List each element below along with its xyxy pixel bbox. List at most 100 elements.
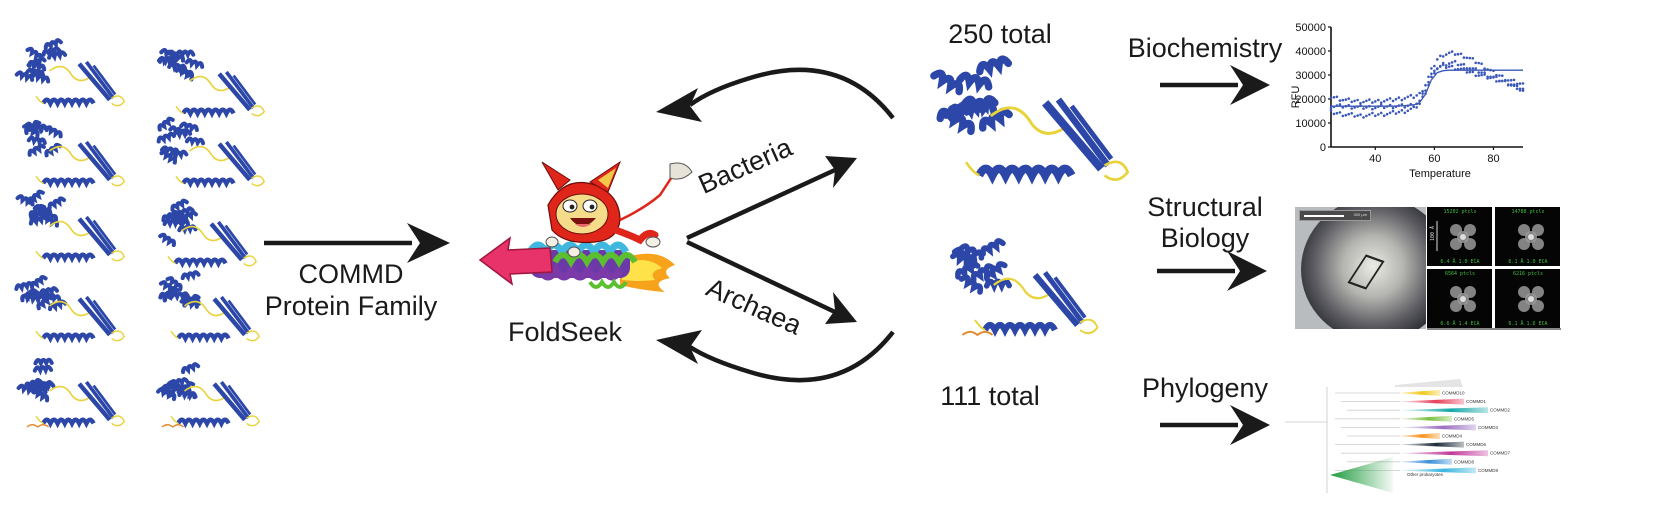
chart-data-point <box>1474 74 1477 78</box>
arrow-to-structural <box>1157 251 1267 291</box>
output-structural-label: Structural Biology <box>1125 192 1285 254</box>
protein-structure-icon <box>157 48 266 119</box>
chart-data-point <box>1444 64 1448 67</box>
em-particle-count: 15202 ptcls <box>1443 209 1476 215</box>
input-label: COMMD Protein Family <box>256 258 446 323</box>
chart-data-point <box>1480 73 1483 77</box>
chart-data-point <box>1468 56 1472 60</box>
chart-data-point <box>1400 98 1404 102</box>
chart-data-point <box>1509 78 1513 82</box>
chart-data-point <box>1495 75 1498 79</box>
chart-data-point <box>1415 94 1418 97</box>
chart-data-point <box>1486 75 1489 79</box>
output-phylogeny-label: Phylogeny <box>1141 373 1269 403</box>
chart-data-point <box>1341 114 1345 118</box>
chart-data-point <box>1439 64 1442 68</box>
chart-data-point <box>1347 97 1350 100</box>
tree-collapsed-clade <box>1395 379 1463 387</box>
chart-data-point <box>1382 100 1386 103</box>
tree-root-branch <box>1285 387 1328 493</box>
chart-data-point <box>1329 96 1333 100</box>
tree-clade-label: COMMD8 <box>1454 459 1474 464</box>
protein-structure-icon <box>14 275 126 344</box>
chart-data-point <box>1368 98 1371 101</box>
chart-data-point <box>1441 63 1445 67</box>
chart-data-point <box>1471 70 1475 74</box>
chart-data-point <box>1433 71 1436 75</box>
chart-data-point <box>1400 103 1404 106</box>
chart-data-point <box>1483 71 1486 74</box>
chart-data-point <box>1385 112 1389 116</box>
em-particle-count: 6564 ptcls <box>1445 271 1475 277</box>
chart-data-point <box>1415 106 1418 109</box>
protein-structure-icon <box>950 238 1099 337</box>
chart-data-point <box>1350 112 1353 115</box>
chart-data-point <box>1465 71 1469 74</box>
protein-structure-icon <box>16 357 126 429</box>
chart-data-point <box>1489 75 1492 79</box>
chart-data-point <box>1362 100 1365 104</box>
commd-structures-grid <box>14 38 266 429</box>
em-resolution: 6.1 Å 1.0 ECA <box>1508 258 1547 265</box>
chart-x-tick-label: 80 <box>1487 153 1499 165</box>
chart-data-point <box>1456 63 1460 67</box>
chart-data-point <box>1450 50 1454 53</box>
arrow-to-foldseek <box>264 223 450 263</box>
chart-data-point <box>1521 82 1525 85</box>
chart-data-point <box>1338 103 1342 106</box>
chart-data-point <box>1329 109 1333 112</box>
chart-data-point <box>1344 113 1348 117</box>
chart-data-point <box>1427 75 1430 79</box>
chart-data-point <box>1439 54 1442 58</box>
em-resolution: 6.6 Å 1.4 ECA <box>1440 320 1479 327</box>
chart-data-point <box>1518 82 1522 85</box>
chart-data-point <box>1347 112 1350 116</box>
chart-data-point <box>1480 71 1483 74</box>
tree-clade-label: COMMD6 <box>1466 442 1486 447</box>
chart-data-point <box>1397 110 1401 114</box>
tree-clade: COMMD3 <box>1341 424 1498 431</box>
chart-data-point <box>1477 61 1480 65</box>
tree-clade-label: COMMD1 <box>1466 399 1486 404</box>
chart-data-point <box>1465 67 1469 70</box>
chart-data-point <box>1374 100 1377 103</box>
chart-data-point <box>1427 80 1430 84</box>
foldseek-mascot <box>478 160 693 292</box>
chart-data-point <box>1371 101 1374 104</box>
chart-x-tick-label: 60 <box>1428 153 1440 165</box>
tree-clade: COMMD1 <box>1341 398 1486 405</box>
chart-data-point <box>1483 67 1486 70</box>
tree-clade: COMMD8 <box>1347 458 1474 465</box>
chart-data-point <box>1344 98 1348 101</box>
chart-data-point <box>1335 95 1339 99</box>
tree-clade: COMMD6 <box>1335 441 1486 448</box>
chart-data-point <box>1453 53 1457 56</box>
archaea-structure <box>950 238 1099 337</box>
chart-data-point <box>1394 97 1398 101</box>
chart-data-point <box>1436 58 1439 61</box>
chart-y-tick-label: 40000 <box>1295 46 1326 58</box>
chart-data-point <box>1477 71 1480 74</box>
bacteria-total-label: 250 total <box>948 19 1052 49</box>
output-structural-line2: Biology <box>1160 223 1250 254</box>
chart-data-point <box>1459 52 1463 56</box>
tree-clade: COMMD10 <box>1335 390 1465 396</box>
crystal-micrograph: 300 µm <box>1295 207 1426 329</box>
bacteria-structure <box>930 55 1130 185</box>
chart-data-point <box>1430 75 1433 79</box>
chart-data-point <box>1492 75 1495 79</box>
chart-data-point <box>1521 87 1525 91</box>
branch-arrows <box>686 156 857 324</box>
chart-data-point <box>1468 70 1472 74</box>
chart-data-point <box>1374 106 1377 110</box>
tree-clade: COMMD2 <box>1347 407 1510 414</box>
tree-clade: COMMD7 <box>1341 450 1510 457</box>
chart-data-point <box>1515 87 1519 91</box>
chart-data-point <box>1480 62 1483 65</box>
chart-data-point <box>1406 95 1410 99</box>
chart-data-point <box>1509 84 1513 87</box>
chart-data-point <box>1341 98 1345 102</box>
chart-data-point <box>1430 72 1433 76</box>
chart-data-point <box>1350 107 1353 110</box>
chart-data-point <box>1504 79 1507 83</box>
